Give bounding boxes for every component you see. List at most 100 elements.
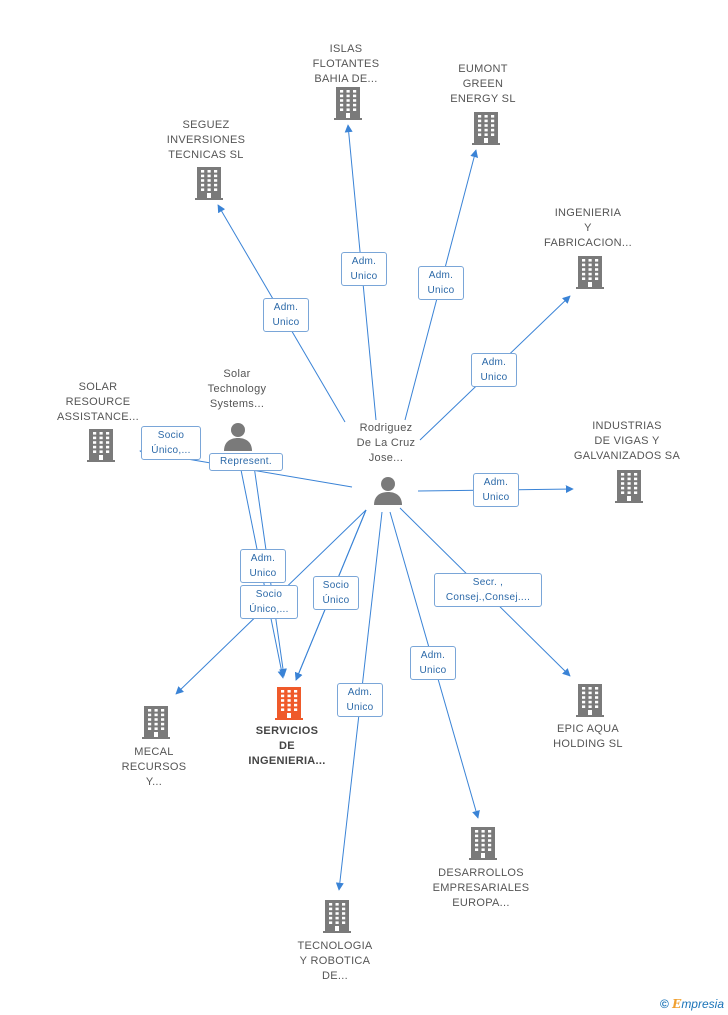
building-icon — [275, 687, 303, 720]
node-label-line: DE VIGAS Y — [594, 435, 660, 447]
node-tecnologia[interactable] — [321, 898, 353, 939]
node-label-line: FLOTANTES — [312, 58, 380, 70]
node-label-line: DESARROLLOS — [438, 867, 524, 879]
node-label-line: ISLAS — [329, 43, 363, 55]
relation-label-line: Unico — [480, 372, 508, 383]
relation-label-line: Adm. — [250, 553, 276, 564]
node-label-line: ASSISTANCE... — [57, 411, 139, 423]
node-label-line: DE... — [322, 970, 348, 982]
relation-label[interactable]: Adm.Unico — [418, 266, 464, 300]
relation-label-line: Unico — [350, 271, 378, 282]
person-icon — [224, 423, 252, 451]
relation-label[interactable]: Adm. Unico — [240, 549, 286, 583]
building-icon — [472, 112, 500, 145]
node-label-line: TECNICAS SL — [168, 149, 244, 161]
node-label-solar-res[interactable]: SOLAR RESOURCE ASSISTANCE... — [33, 380, 163, 425]
brand-watermark: © Empresia — [660, 997, 724, 1011]
node-label-line: EUROPA... — [452, 897, 510, 909]
node-label-line: MECAL — [134, 746, 174, 758]
node-label-line: Rodriguez — [359, 422, 413, 434]
node-label-line: Technology — [207, 383, 267, 395]
node-servicios[interactable] — [273, 685, 305, 726]
building-icon — [469, 827, 497, 860]
node-label-vigas[interactable]: INDUSTRIAS DE VIGAS Y GALVANIZADOS SA — [562, 419, 692, 464]
node-label-line: BAHIA DE... — [314, 73, 378, 85]
node-label-line: HOLDING SL — [553, 738, 623, 750]
relation-label[interactable]: Adm.Unico — [263, 298, 309, 332]
node-label-line: Systems... — [209, 398, 265, 410]
relation-label-line: Socio — [322, 580, 350, 591]
relation-label-line: Secr. , — [472, 577, 504, 588]
node-label-servicios[interactable]: SERVICIOS DE INGENIERIA... — [222, 724, 352, 769]
building-icon — [334, 87, 362, 120]
relation-label-line: Único — [322, 595, 350, 606]
relation-label[interactable]: Adm.Unico — [410, 646, 456, 680]
node-label-islas[interactable]: ISLAS FLOTANTES BAHIA DE... — [281, 42, 411, 87]
relation-label-line: Adm. — [347, 687, 373, 698]
relation-label[interactable]: Adm.Unico — [473, 473, 519, 507]
node-seguez[interactable] — [193, 165, 225, 206]
node-islas[interactable] — [332, 85, 364, 126]
building-icon — [323, 900, 351, 933]
node-label-line: SEGUEZ — [182, 119, 230, 131]
relation-label[interactable]: Adm.Unico — [341, 252, 387, 286]
relation-label-line: Adm. — [483, 477, 509, 488]
relation-label-line: Socio — [157, 430, 185, 441]
relation-label-line: Adm. — [481, 357, 507, 368]
node-label-line: INGENIERIA... — [248, 755, 326, 767]
node-rodriguez[interactable] — [373, 475, 403, 510]
node-eumont[interactable] — [470, 110, 502, 151]
node-epic[interactable] — [574, 682, 606, 723]
relation-label-line: Consej.,Consej.... — [445, 592, 531, 603]
node-vigas[interactable] — [613, 468, 645, 509]
building-icon — [576, 684, 604, 717]
node-ingenieria[interactable] — [574, 254, 606, 295]
node-solar-res[interactable] — [85, 427, 117, 468]
relation-label-line: Adm. — [428, 270, 454, 281]
node-label-line: GALVANIZADOS SA — [573, 450, 681, 462]
node-desarrollos[interactable] — [467, 825, 499, 866]
node-mecal[interactable] — [140, 704, 172, 745]
node-label-line: SOLAR — [78, 381, 118, 393]
node-label-line: GREEN — [462, 78, 504, 90]
node-label-line: EPIC AQUA — [557, 723, 619, 735]
person-icon — [374, 477, 402, 505]
relation-label-line: Socio — [255, 589, 283, 600]
node-label-line: DE — [279, 740, 295, 752]
node-solar-tech[interactable] — [223, 421, 253, 456]
relation-label-line: Unico — [419, 665, 447, 676]
relation-label-line: Unico — [346, 702, 374, 713]
relation-label-line: Unico — [272, 317, 300, 328]
node-label-line: FABRICACION... — [544, 237, 632, 249]
relation-label[interactable]: Secr. , Consej.,Consej.... — [434, 573, 542, 607]
relation-label[interactable]: Represent. — [209, 453, 283, 471]
relation-label[interactable]: Adm. Unico — [471, 353, 517, 387]
node-label-line: RESOURCE — [65, 396, 131, 408]
building-icon — [87, 429, 115, 462]
node-label-line: INDUSTRIAS — [592, 420, 662, 432]
relation-label-line: Represent. — [220, 456, 272, 467]
node-label-line: TECNOLOGIA — [297, 940, 373, 952]
node-label-line: EUMONT — [458, 63, 508, 75]
brand-initial: E — [672, 997, 682, 1011]
node-label-line: SERVICIOS — [255, 725, 319, 737]
node-label-line: INGENIERIA — [554, 207, 622, 219]
relation-label[interactable]: Adm. Unico — [337, 683, 383, 717]
relation-label-line: Unico — [249, 568, 277, 579]
brand-name: mpresia — [681, 997, 724, 1011]
node-label-epic[interactable]: EPIC AQUA HOLDING SL — [523, 722, 653, 752]
building-icon — [142, 706, 170, 739]
copyright-symbol: © — [659, 997, 669, 1011]
